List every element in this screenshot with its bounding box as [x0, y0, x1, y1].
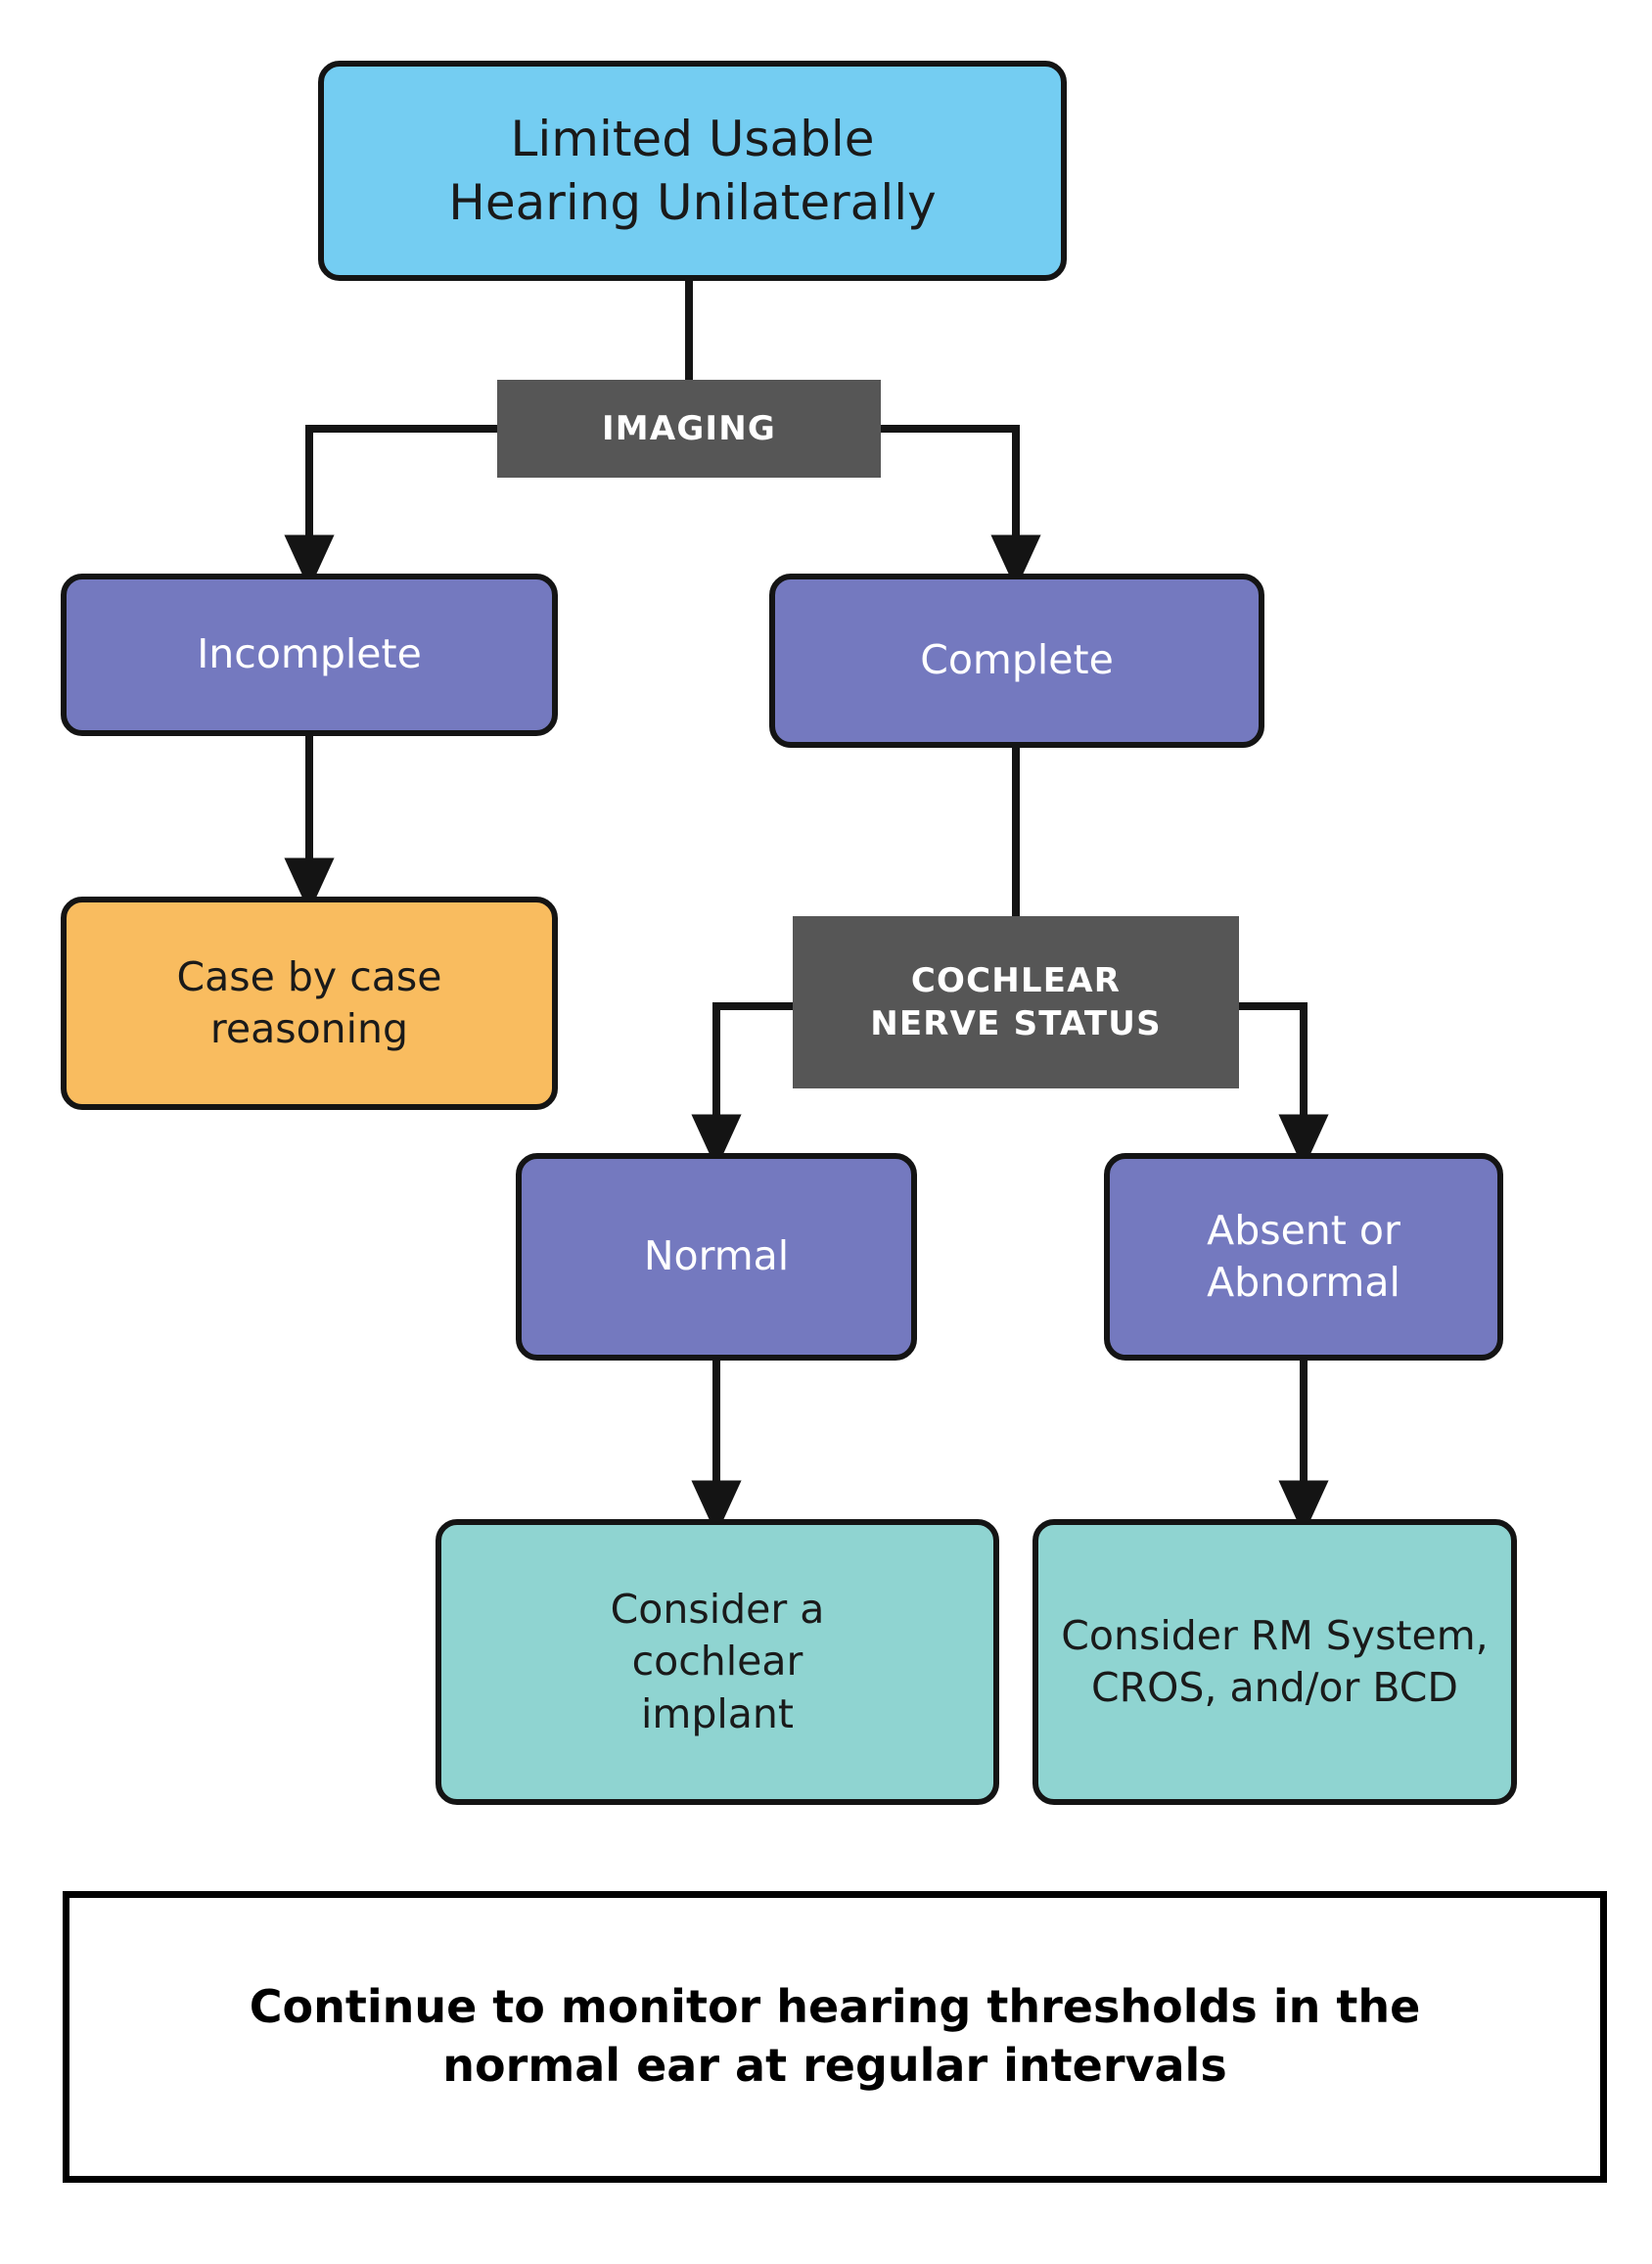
edge-imaging-to-complete	[881, 425, 1041, 590]
node-absent-or-abnormal[interactable]: Absent or Abnormal	[1104, 1153, 1503, 1361]
node-label: Consider a cochlear implant	[610, 1586, 825, 1737]
edge-imaging-to-incomplete	[284, 425, 497, 590]
footer-note-label: Continue to monitor hearing thresholds i…	[249, 1980, 1421, 2092]
node-label: Limited Usable Hearing Unilaterally	[448, 110, 937, 231]
footer-note-box: Continue to monitor hearing thresholds i…	[63, 1891, 1607, 2183]
node-incomplete[interactable]: Incomplete	[61, 574, 558, 736]
decision-label: COCHLEAR NERVE STATUS	[870, 960, 1162, 1043]
node-limited-usable-hearing-unilaterally[interactable]: Limited Usable Hearing Unilaterally	[318, 61, 1067, 281]
decision-cochlear-nerve-status[interactable]: COCHLEAR NERVE STATUS	[793, 916, 1239, 1088]
node-case-by-case-reasoning[interactable]: Case by case reasoning	[61, 897, 558, 1110]
node-label: Consider RM System, CROS, and/or BCD	[1061, 1611, 1489, 1711]
node-label: Normal	[643, 1232, 790, 1280]
decision-label: IMAGING	[601, 408, 777, 448]
node-consider-rm-cros-bcd[interactable]: Consider RM System, CROS, and/or BCD	[1032, 1519, 1517, 1805]
decision-imaging[interactable]: IMAGING	[497, 380, 881, 478]
edge-cochlear-status-to-normal	[691, 1002, 793, 1170]
node-complete[interactable]: Complete	[769, 574, 1264, 748]
node-label: Case by case reasoning	[176, 952, 442, 1052]
node-label: Absent or Abnormal	[1207, 1206, 1400, 1306]
edge-cochlear-status-to-absent	[1239, 1002, 1329, 1170]
node-label: Complete	[920, 636, 1114, 684]
node-normal[interactable]: Normal	[516, 1153, 917, 1361]
node-label: Incomplete	[197, 630, 422, 678]
node-consider-cochlear-implant[interactable]: Consider a cochlear implant	[436, 1519, 999, 1805]
